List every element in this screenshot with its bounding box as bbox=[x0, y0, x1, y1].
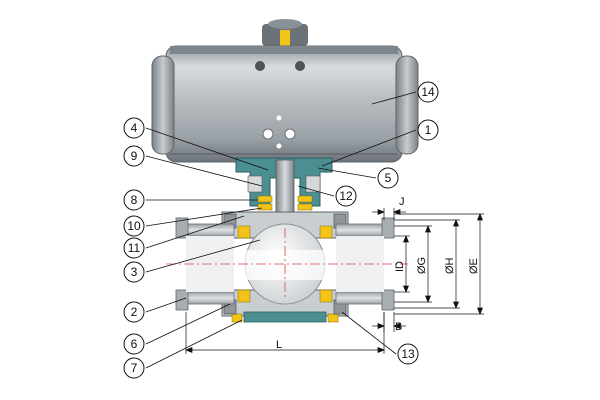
callouts: 14 4 1 9 5 12 8 10 11 3 2 6 7 13 bbox=[123, 81, 439, 379]
ferrule-flange bbox=[381, 217, 395, 239]
callout-number: 13 bbox=[401, 347, 415, 361]
ferrule-flange bbox=[381, 289, 395, 311]
callout-number: 9 bbox=[131, 149, 138, 163]
ferrule-flange bbox=[175, 217, 189, 239]
callout-circle bbox=[377, 167, 399, 189]
callout-circle bbox=[123, 189, 145, 211]
ferrule-flange bbox=[175, 289, 189, 311]
callout-11: 11 bbox=[123, 237, 145, 259]
callout-13: 13 bbox=[397, 343, 419, 365]
actuator-port-small bbox=[276, 143, 282, 149]
callout-number: 12 bbox=[339, 189, 353, 203]
callout-circle bbox=[417, 119, 439, 141]
callout-7: 7 bbox=[123, 357, 145, 379]
callout-circle bbox=[335, 185, 357, 207]
callout-1: 1 bbox=[417, 119, 439, 141]
callout-6: 6 bbox=[123, 333, 145, 355]
callout-circle bbox=[123, 117, 145, 139]
seal-lower bbox=[231, 313, 243, 323]
callout-number: 2 bbox=[131, 305, 138, 319]
callout-number: 10 bbox=[127, 219, 141, 233]
actuator-knob-cap bbox=[268, 19, 302, 29]
dimension-j-label: J bbox=[399, 196, 405, 208]
callout-5: 5 bbox=[377, 167, 399, 189]
actuator-bolt bbox=[255, 61, 265, 71]
callout-number: 1 bbox=[425, 123, 432, 137]
dimension-g-label: ØG bbox=[416, 257, 428, 274]
seal-lower bbox=[327, 313, 339, 323]
dimension-b-label: B bbox=[395, 321, 402, 333]
actuator-end-cap-right bbox=[395, 55, 419, 155]
dimension-lines bbox=[185, 208, 484, 354]
callout-number: 7 bbox=[131, 361, 138, 375]
callout-circle bbox=[123, 333, 145, 355]
body-bottom-plate bbox=[243, 311, 327, 323]
callout-circle bbox=[123, 301, 145, 323]
seat bbox=[319, 289, 333, 303]
callout-2: 2 bbox=[123, 301, 145, 323]
dimension-id-label: ID bbox=[394, 261, 406, 272]
callout-circle bbox=[123, 215, 145, 237]
actuator-body bbox=[165, 45, 403, 163]
actuator-bolt bbox=[295, 61, 305, 71]
seat bbox=[237, 225, 251, 239]
callout-circle bbox=[123, 261, 145, 283]
actuator bbox=[151, 19, 419, 163]
callout-number: 5 bbox=[385, 171, 392, 185]
dimension-l-label: L bbox=[276, 339, 282, 351]
actuator-port bbox=[262, 128, 274, 140]
dimension-e-label: ØE bbox=[468, 258, 480, 274]
actuator-port bbox=[284, 128, 296, 140]
actuator-indicator bbox=[280, 30, 290, 46]
callout-10: 10 bbox=[123, 215, 145, 237]
callout-circle bbox=[397, 343, 419, 365]
leader-lines bbox=[145, 91, 417, 369]
callout-8: 8 bbox=[123, 189, 145, 211]
callout-number: 11 bbox=[128, 241, 141, 255]
callout-number: 14 bbox=[421, 85, 435, 99]
actuator-end-cap-left bbox=[151, 55, 175, 155]
bracket-nut-right bbox=[305, 175, 321, 193]
callout-12: 12 bbox=[335, 185, 357, 207]
callout-number: 6 bbox=[131, 337, 138, 351]
callout-9: 9 bbox=[123, 145, 145, 167]
seat bbox=[237, 289, 251, 303]
callout-number: 3 bbox=[131, 265, 138, 279]
actuator-port-small bbox=[276, 115, 282, 121]
callout-3: 3 bbox=[123, 261, 145, 283]
callout-circle bbox=[417, 81, 439, 103]
callout-4: 4 bbox=[123, 117, 145, 139]
callout-number: 8 bbox=[131, 193, 138, 207]
dimension-h-label: ØH bbox=[444, 257, 456, 274]
callout-14: 14 bbox=[417, 81, 439, 103]
callout-number: 4 bbox=[131, 121, 138, 135]
callout-circle bbox=[123, 357, 145, 379]
actuator-top-flange bbox=[170, 46, 398, 54]
callout-circle bbox=[123, 145, 145, 167]
callout-circle bbox=[123, 237, 145, 259]
seat bbox=[319, 225, 333, 239]
